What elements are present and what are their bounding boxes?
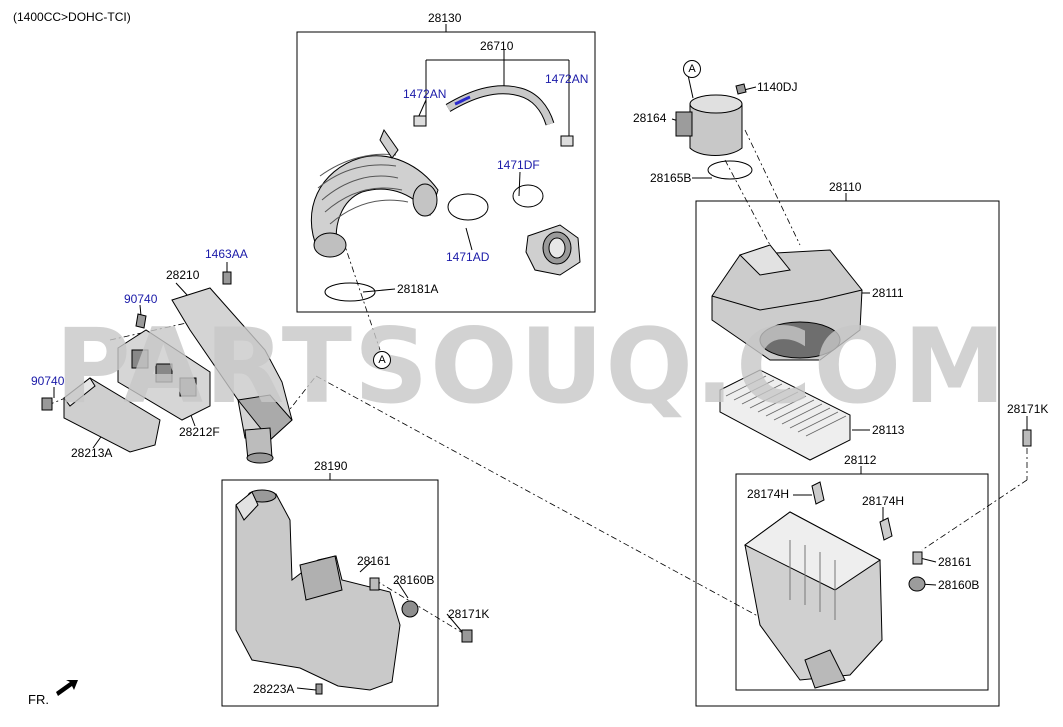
part-label-26710[interactable]: 26710 — [480, 39, 514, 53]
ref-marker-a-top: A — [683, 60, 701, 78]
group-label-28130: 28130 — [428, 11, 462, 25]
part-label-28161-right[interactable]: 28161 — [938, 555, 972, 569]
part-label-28212f[interactable]: 28212F — [179, 425, 220, 439]
group-label-28190: 28190 — [314, 459, 348, 473]
part-label-28171k-right[interactable]: 28171K — [1007, 402, 1049, 416]
part-label-1471ad[interactable]: 1471AD — [446, 250, 490, 264]
part-label-1471df[interactable]: 1471DF — [497, 158, 540, 172]
part-label-1463aa[interactable]: 1463AA — [205, 247, 248, 261]
group-box-28112 — [735, 473, 989, 691]
part-label-28223a[interactable]: 28223A — [253, 682, 295, 696]
part-label-28113[interactable]: 28113 — [872, 423, 905, 437]
part-label-28165b[interactable]: 28165B — [650, 171, 692, 185]
part-label-28210[interactable]: 28210 — [166, 268, 200, 282]
part-label-28111[interactable]: 28111 — [872, 286, 904, 300]
part-label-1472an-right[interactable]: 1472AN — [545, 72, 589, 86]
part-label-28164[interactable]: 28164 — [633, 111, 667, 125]
ref-marker-a-bottom: A — [373, 351, 391, 369]
group-label-28112: 28112 — [844, 453, 877, 467]
part-label-28174h-right[interactable]: 28174H — [862, 494, 905, 508]
group-box-28110 — [695, 200, 1000, 707]
part-label-90740-lower[interactable]: 90740 — [31, 374, 65, 388]
orientation-label: FR. — [28, 692, 49, 707]
part-label-90740-upper[interactable]: 90740 — [124, 292, 158, 306]
part-label-28161-left[interactable]: 28161 — [357, 554, 391, 568]
part-label-1140dj[interactable]: 1140DJ — [757, 80, 798, 94]
variant-title: (1400CC>DOHC-TCI) — [13, 10, 131, 24]
part-label-28160b-right[interactable]: 28160B — [938, 578, 980, 592]
part-label-28213a[interactable]: 28213A — [71, 446, 113, 460]
part-label-28181a[interactable]: 28181A — [397, 282, 439, 296]
group-label-28110: 28110 — [829, 180, 862, 194]
intake-hose-part — [310, 128, 439, 258]
part-label-1472an-left[interactable]: 1472AN — [403, 87, 447, 101]
part-label-28160b-left[interactable]: 28160B — [393, 573, 435, 587]
part-label-28171k-left[interactable]: 28171K — [448, 607, 490, 621]
part-label-28174h-left[interactable]: 28174H — [747, 487, 790, 501]
